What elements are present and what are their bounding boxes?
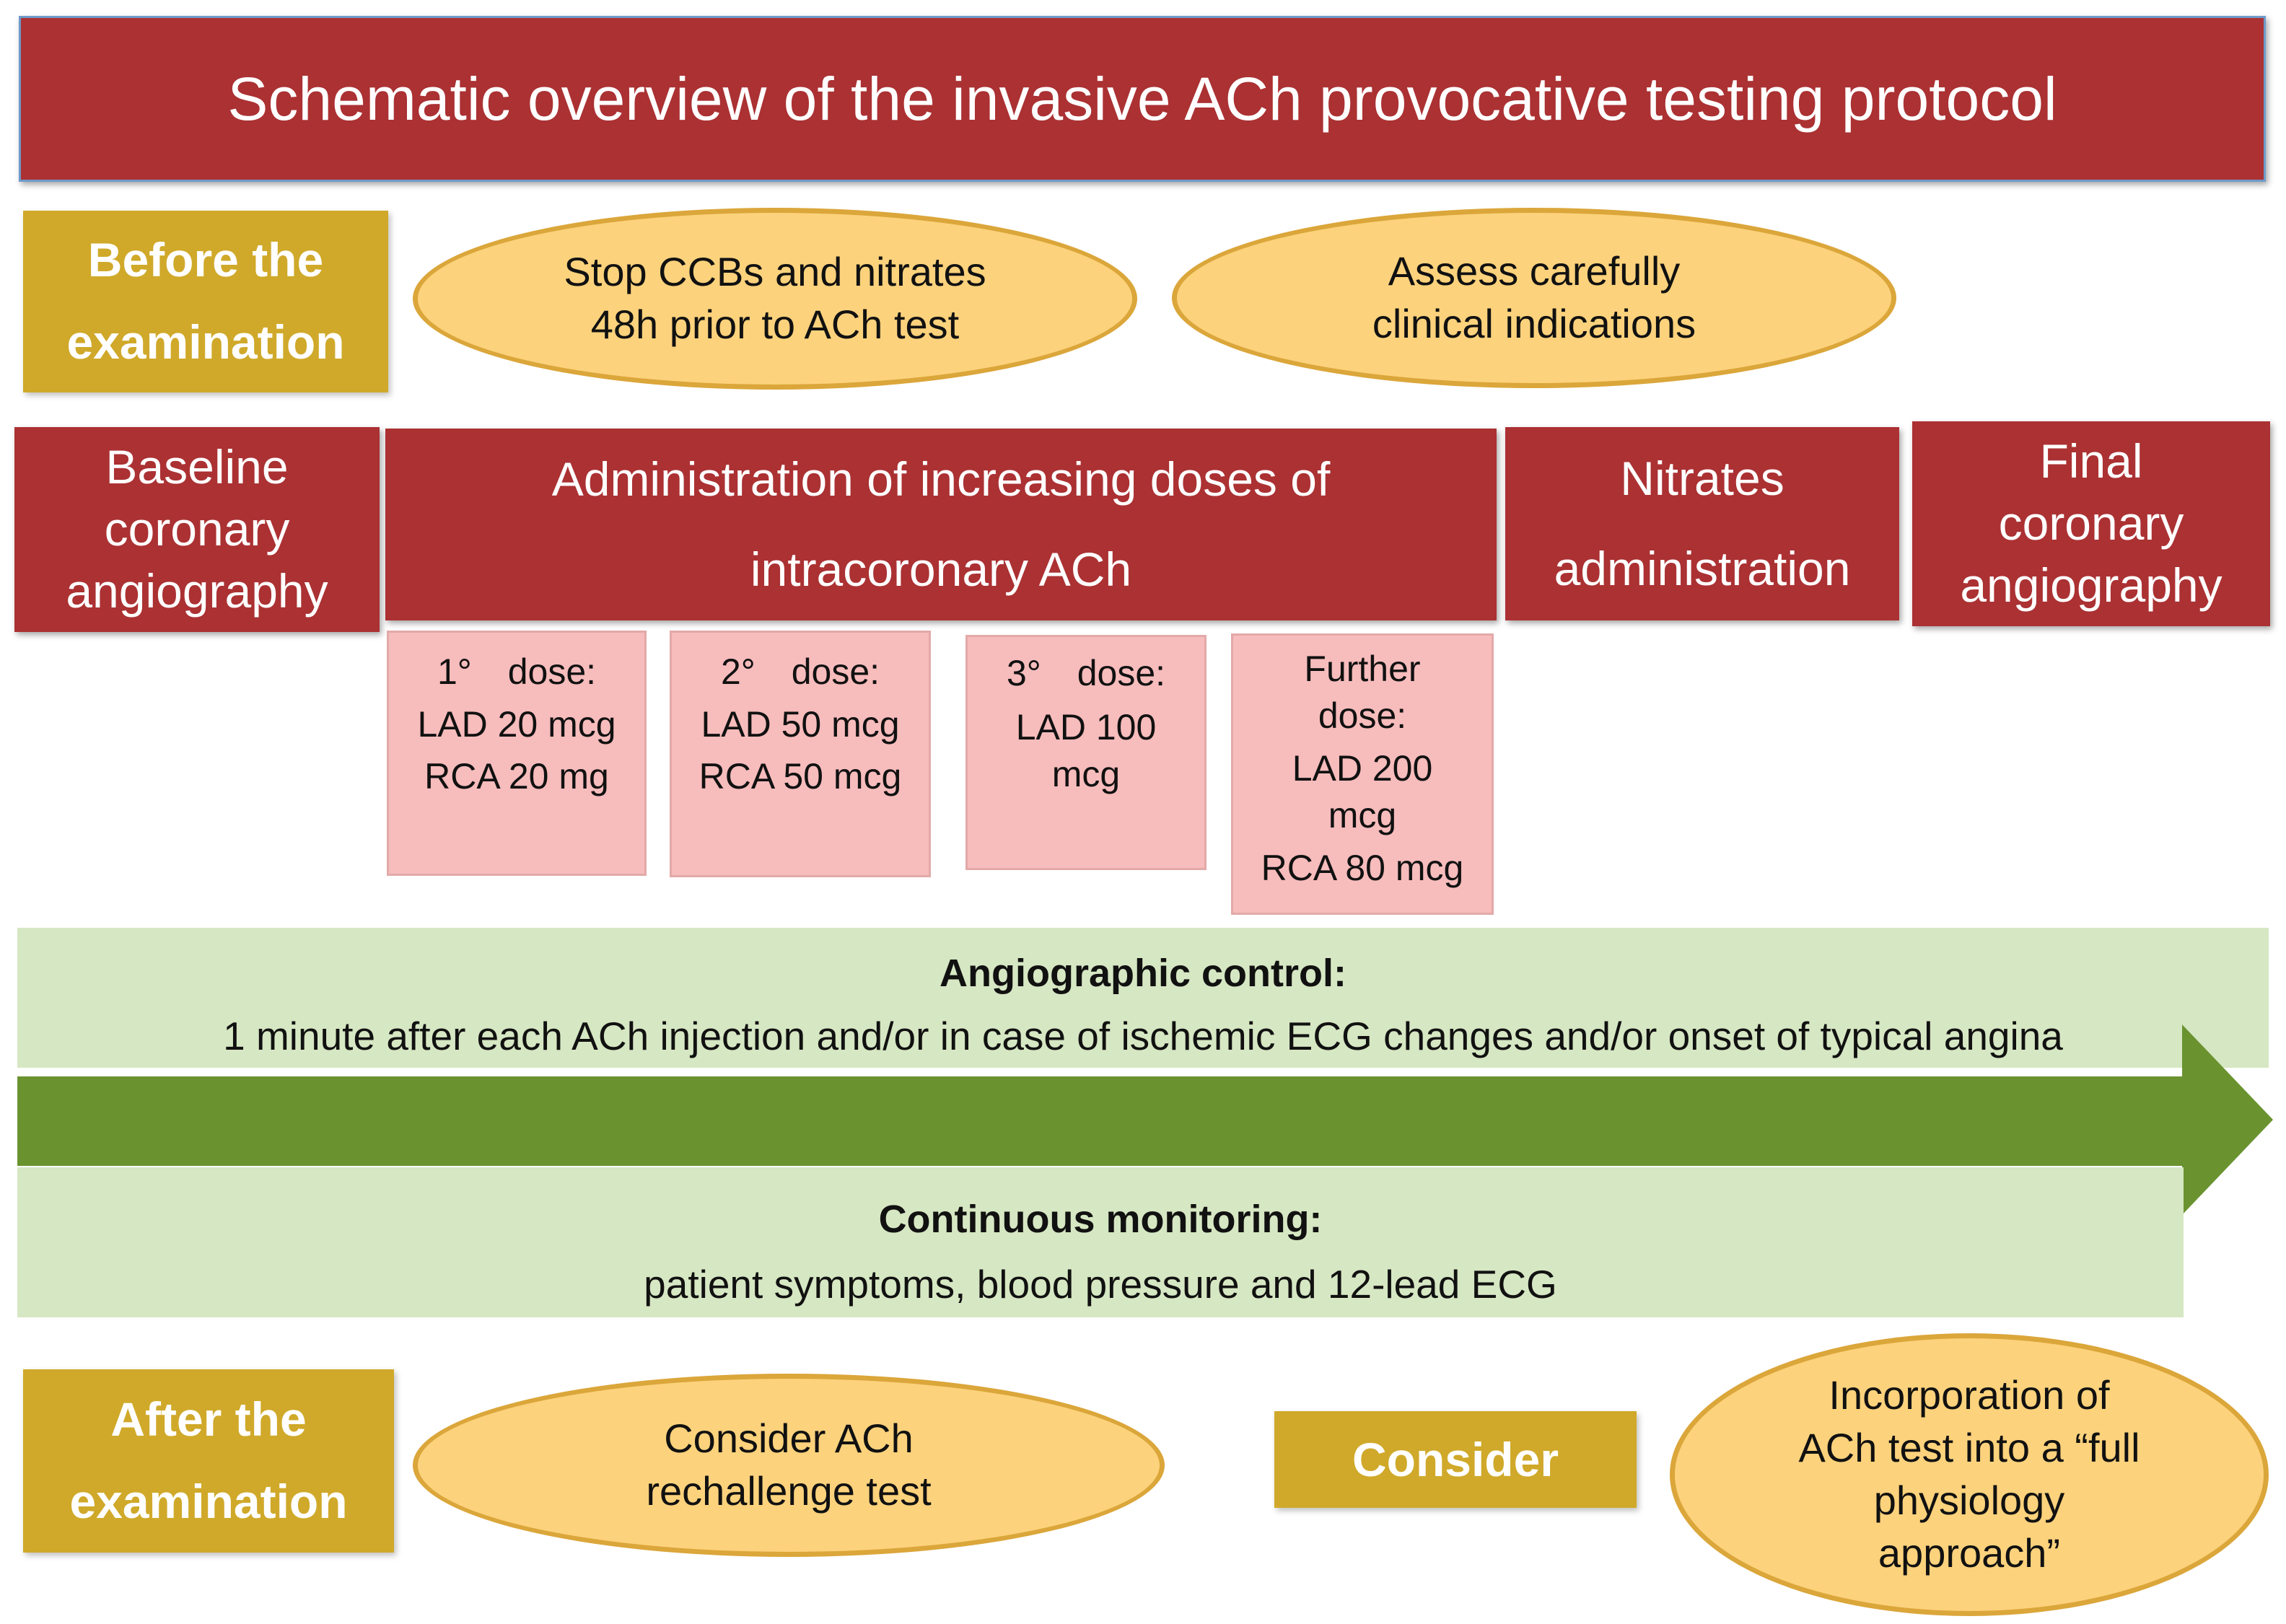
continuous-monitoring-band: Continuous monitoring: patient symptoms,… — [17, 1167, 2184, 1317]
stop-ccbs-ellipse: Stop CCBs and nitrates 48h prior to ACh … — [413, 208, 1137, 390]
dose-box-3: 3° dose: LAD 100 mcg — [965, 635, 1206, 870]
assess-indications-ellipse: Assess carefully clinical indications — [1172, 208, 1896, 388]
continuous-monitoring-text: patient symptoms, blood pressure and 12-… — [644, 1262, 1557, 1307]
title-banner: Schematic overview of the invasive ACh p… — [19, 16, 2266, 182]
timeline-arrow — [17, 1024, 2273, 1215]
dose-box-2: 2° dose: LAD 50 mcg RCA 50 mcg — [670, 631, 931, 877]
diagram-title: Schematic overview of the invasive ACh p… — [227, 64, 2057, 133]
angiographic-control-heading: Angiographic control: — [940, 952, 1346, 995]
before-examination-label: Before the examination — [23, 211, 388, 392]
dose-box-further: Further dose: LAD 200 mcg RCA 80 mcg — [1231, 633, 1494, 915]
consider-label: Consider — [1274, 1411, 1637, 1508]
full-physiology-ellipse: Incorporation of ACh test into a “full p… — [1670, 1333, 2269, 1616]
rechallenge-ellipse: Consider ACh rechallenge test — [413, 1374, 1165, 1557]
baseline-angiography-box: Baseline coronary angiography — [14, 427, 380, 632]
timeline-arrow-shape — [17, 1024, 2273, 1215]
angiographic-control-text: 1 minute after each ACh injection and/or… — [223, 1014, 2063, 1059]
ach-administration-box: Administration of increasing doses of in… — [385, 429, 1497, 620]
after-examination-label: After the examination — [23, 1369, 394, 1553]
dose-box-1: 1° dose: LAD 20 mcg RCA 20 mg — [387, 631, 647, 876]
angiographic-control-band: Angiographic control: 1 minute after eac… — [17, 928, 2269, 1068]
final-angiography-box: Final coronary angiography — [1912, 421, 2270, 626]
nitrates-administration-box: Nitrates administration — [1505, 427, 1899, 620]
continuous-monitoring-heading: Continuous monitoring: — [878, 1198, 1323, 1241]
